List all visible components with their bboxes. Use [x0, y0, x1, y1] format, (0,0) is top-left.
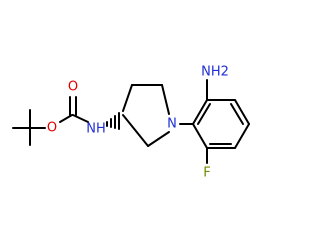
aromatic-inner-bond-2	[230, 103, 244, 125]
bond-ar-c4-c5	[234, 123, 250, 149]
bond-carbonyl-carbon-to-nh	[72, 114, 89, 123]
bond-ester-oxygen-to-carbonyl-carbon	[59, 114, 73, 123]
atom-label-amine-nitrogen: NH2	[201, 65, 229, 80]
bond-ring-nitrogen-to-c2	[147, 131, 170, 147]
atom-label-carbonyl-oxygen: O	[68, 80, 78, 95]
tert-butyl-group	[12, 109, 46, 146]
atom-label-ester-oxygen: O	[47, 121, 57, 136]
bond-ar-c1-c2	[192, 99, 208, 125]
hashed-wedge-bond	[106, 112, 120, 130]
bond-ar-c3-c4	[234, 99, 250, 125]
benzene-ring	[192, 99, 250, 149]
bond-c3-to-c4	[122, 84, 133, 112]
bond-c5-to-ring-nitrogen	[161, 84, 170, 115]
atom-label-fluorine: F	[203, 166, 210, 181]
atom-label-carbamate-nitrogen: NH	[86, 122, 106, 137]
aromatic-inner-bond-1	[197, 103, 211, 125]
carbamate-group	[59, 96, 89, 123]
pyrrolidine-ring	[122, 84, 170, 147]
atom-label-ring-nitrogen: N	[167, 117, 177, 132]
bond-c2-to-c3	[122, 114, 149, 147]
molecular-structure-diagram: O O NH N NH2 F	[12, 65, 250, 181]
bond-ar-c6-c1	[192, 123, 208, 149]
